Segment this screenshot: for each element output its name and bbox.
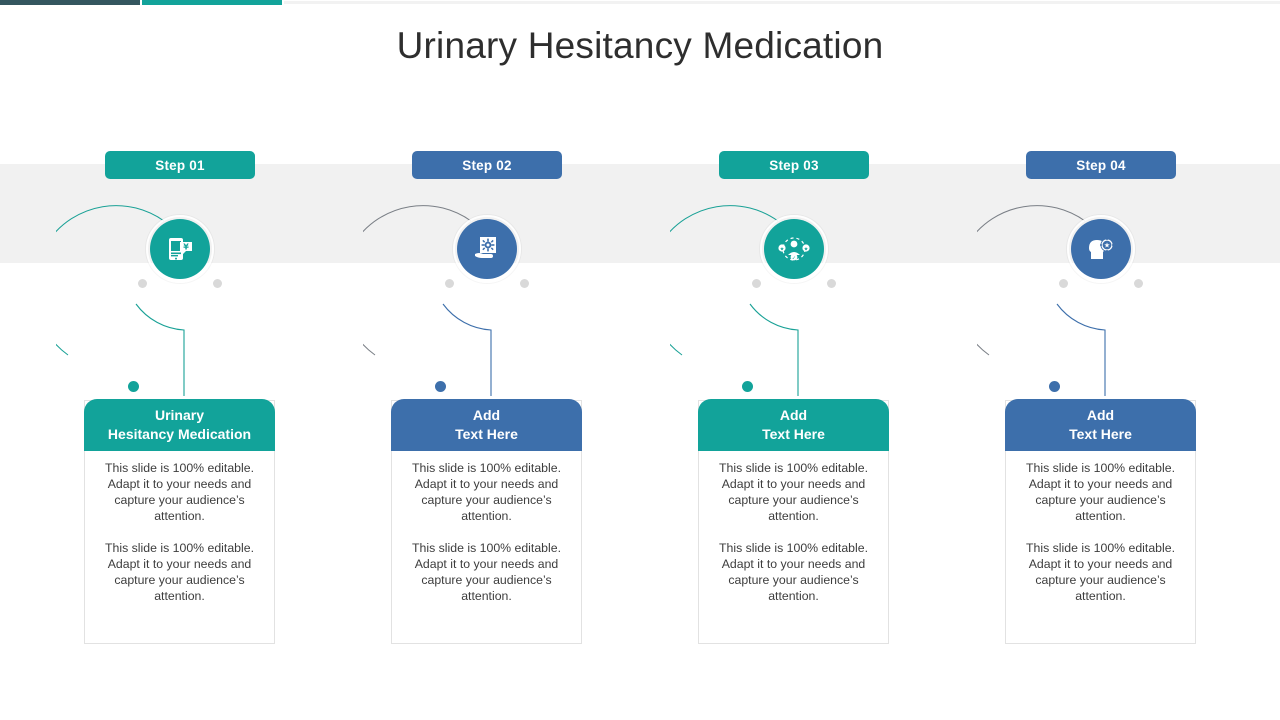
people-network-icon: ★ ★ ✓ [778,237,810,261]
connector-line-4 [1056,303,1106,396]
card-header-3[interactable]: Add Text Here [698,399,889,451]
card-header-line2-4: Text Here [1069,426,1132,442]
connector-line-2 [442,303,492,396]
icon-assembly-3: ★ ★ ✓ [670,205,840,356]
step-badge-3[interactable]: Step 03 [719,151,869,179]
card-paragraph-4-1: This slide is 100% editable. Adapt it to… [1025,461,1175,523]
decorative-dot-right-3 [827,279,836,288]
connector-endpoint-4 [1049,381,1060,392]
connector-endpoint-1 [128,381,139,392]
page-title: Urinary Hesitancy Medication [396,25,884,66]
step-column-2: Step 02 [345,0,629,720]
card-header-line1-3: Add [779,407,808,423]
card-header-line1-4: Add [1086,407,1115,423]
svg-text:✓: ✓ [792,255,796,261]
card-paragraph-1-1: This slide is 100% editable. Adapt it to… [104,461,254,523]
icon-circle-1[interactable]: ¥ [150,219,210,279]
connector-endpoint-2 [435,381,446,392]
card-header-2[interactable]: Add Text Here [391,399,582,451]
decorative-dot-right-1 [213,279,222,288]
decorative-dot-right-2 [520,279,529,288]
card-header-line2-1: Hesitancy Medication [107,426,252,442]
step-column-3: Step 03 ★ ★ ✓ [652,0,936,720]
card-header-1[interactable]: Urinary Hesitancy Medication [84,399,275,451]
decorative-dot-left-3 [752,279,761,288]
card-body-4: This slide is 100% editable. Adapt it to… [1009,460,1192,604]
card-paragraph-1-2: This slide is 100% editable. Adapt it to… [104,541,254,603]
icon-circle-3[interactable]: ★ ★ ✓ [764,219,824,279]
icon-ring-1 [146,215,214,283]
card-header-line2-3: Text Here [762,426,825,442]
head-star-badge-icon: ★ [1089,238,1114,259]
card-paragraph-2-2: This slide is 100% editable. Adapt it to… [411,541,561,603]
decorative-dot-left-1 [138,279,147,288]
card-header-line1-2: Add [472,407,501,423]
decorative-dot-left-2 [445,279,454,288]
connector-line-1 [135,303,185,396]
icon-ring-3 [760,215,828,283]
icon-circle-2[interactable] [457,219,517,279]
top-accent-bar-track [284,1,1280,4]
step-badge-2[interactable]: Step 02 [412,151,562,179]
icon-circle-4[interactable]: ★ [1071,219,1131,279]
card-header-line1-1: Urinary [154,407,205,423]
svg-text:★: ★ [780,247,785,253]
step-column-4: Step 04 ★ [959,0,1243,720]
card-body-3: This slide is 100% editable. Adapt it to… [702,460,885,604]
card-body-2: This slide is 100% editable. Adapt it to… [395,460,578,604]
icon-assembly-2 [363,205,533,356]
icon-assembly-1: ¥ [56,205,226,356]
step-badge-4[interactable]: Step 04 [1026,151,1176,179]
card-body-1: This slide is 100% editable. Adapt it to… [88,460,271,604]
step-column-1: Step 01 ¥ [38,0,322,720]
card-paragraph-4-2: This slide is 100% editable. Adapt it to… [1025,541,1175,603]
icon-ring-2 [453,215,521,283]
card-paragraph-2-1: This slide is 100% editable. Adapt it to… [411,461,561,523]
top-accent-bar-dark [0,0,140,5]
icon-assembly-4: ★ [977,205,1147,356]
decorative-dot-right-4 [1134,279,1143,288]
connector-line-3 [749,303,799,396]
decorative-dot-left-4 [1059,279,1068,288]
svg-text:★: ★ [804,247,809,253]
card-paragraph-3-1: This slide is 100% editable. Adapt it to… [718,461,868,523]
hand-holding-document-icon [475,237,496,258]
card-paragraph-3-2: This slide is 100% editable. Adapt it to… [718,541,868,603]
svg-text:¥: ¥ [183,243,189,252]
icon-ring-4 [1067,215,1135,283]
svg-text:★: ★ [1104,242,1110,250]
mobile-payment-icon: ¥ [169,238,192,260]
card-header-4[interactable]: Add Text Here [1005,399,1196,451]
connector-endpoint-3 [742,381,753,392]
card-header-line2-2: Text Here [455,426,518,442]
top-accent-bar-teal [142,0,282,5]
step-badge-1[interactable]: Step 01 [105,151,255,179]
